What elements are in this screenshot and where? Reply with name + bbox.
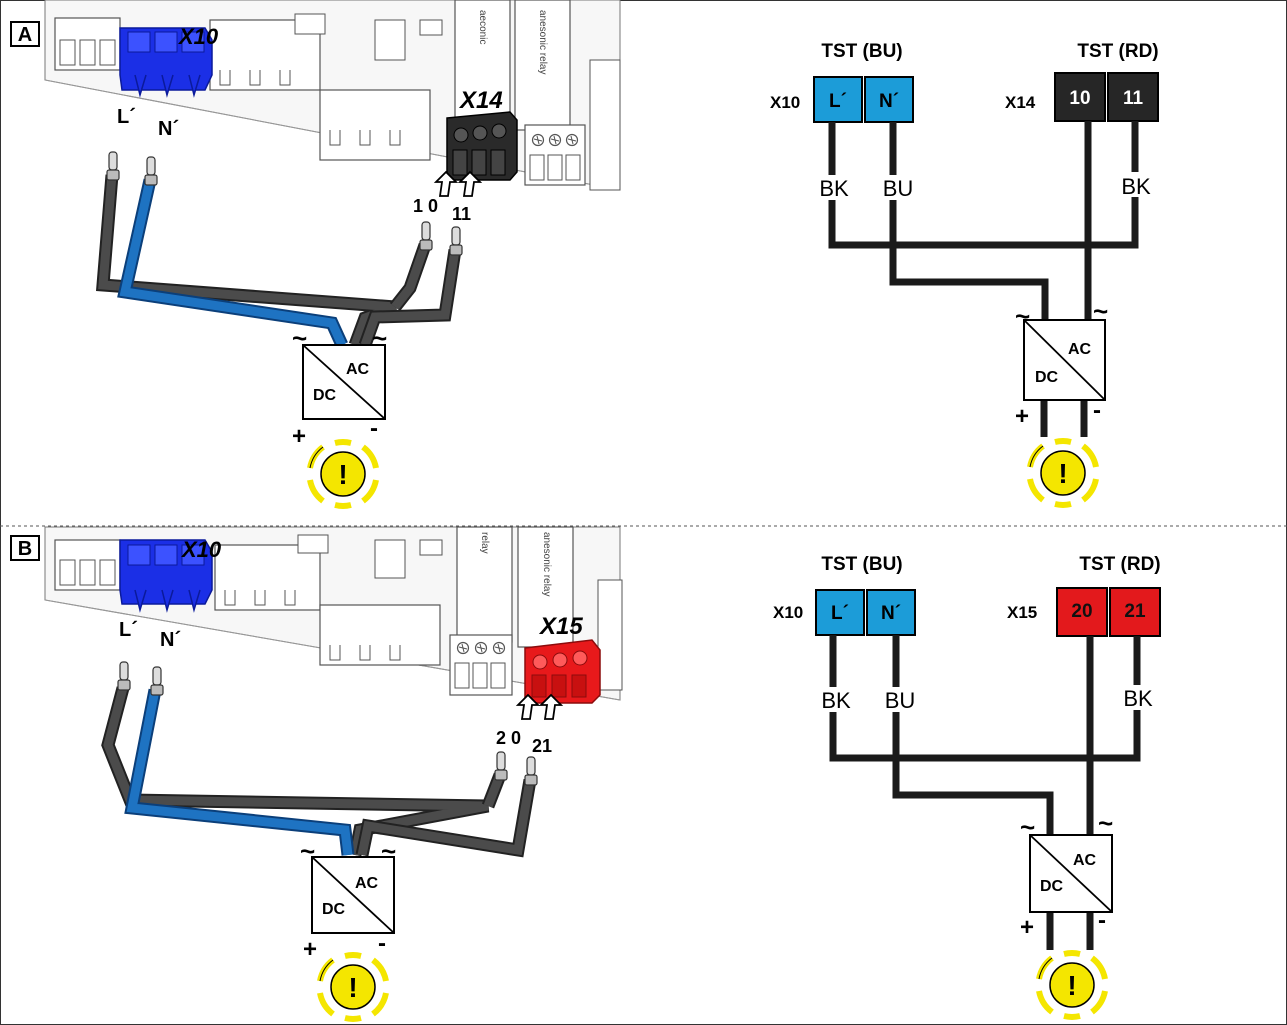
schematic-b-wire-bk-2: BK bbox=[1123, 686, 1153, 711]
psu-b-plus: + bbox=[303, 936, 317, 963]
n-prime-label-a: N´ bbox=[158, 118, 179, 140]
schematic-b-psu-box bbox=[1029, 834, 1113, 913]
schematic-a-psu-minus: - bbox=[1093, 397, 1101, 424]
psu-a-plus: + bbox=[292, 423, 306, 450]
psu-box-b bbox=[311, 856, 395, 934]
schematic-b-psu-tilde-left: ~ bbox=[1020, 812, 1035, 842]
schematic-a-conn-right-label: X14 bbox=[1005, 93, 1036, 112]
panel-b-letter: B bbox=[18, 538, 32, 560]
psu-a-tilde-left: ~ bbox=[292, 323, 307, 353]
x15-label-b: X15 bbox=[538, 613, 583, 640]
pin-label-a1: 1 0 bbox=[413, 196, 438, 216]
x14-label-a: X14 bbox=[458, 87, 503, 114]
warning-lamp-b-mark: ! bbox=[348, 972, 357, 1003]
psu-b-dc: DC bbox=[322, 901, 346, 918]
relay-a-label-1: aeconic bbox=[477, 10, 488, 44]
schematic-a-conn-right bbox=[1054, 72, 1159, 122]
psu-box-a bbox=[302, 344, 386, 420]
schematic-a-psu-ac: AC bbox=[1068, 341, 1092, 358]
panel-a-letter: A bbox=[18, 24, 32, 46]
x14-connector-a bbox=[446, 111, 518, 181]
warning-lamp-a-mark: ! bbox=[338, 459, 347, 490]
schematic-a-title-right: TST (RD) bbox=[1077, 41, 1158, 62]
schematic-a-conn-left-label: X10 bbox=[770, 93, 800, 112]
panel-b: B relay anesonic relay bbox=[10, 526, 1161, 1019]
schematic-a-psu-box bbox=[1023, 319, 1106, 401]
schematic-a-pin-11: 11 bbox=[1123, 88, 1144, 109]
schematic-a-warning-mark: ! bbox=[1058, 458, 1067, 489]
schematic-b-title-left: TST (BU) bbox=[821, 554, 902, 575]
arrow-icon-b2 bbox=[538, 693, 564, 720]
schematic-a-title-left: TST (BU) bbox=[821, 41, 902, 62]
schematic-a-conn-left bbox=[813, 76, 914, 123]
l-prime-label-a: L´ bbox=[117, 106, 136, 128]
psu-b-tilde-left: ~ bbox=[300, 836, 315, 866]
schematic-b-psu-tilde-right: ~ bbox=[1098, 808, 1113, 838]
arrow-icon-b1 bbox=[515, 693, 541, 720]
schematic-b-wire-bu: BU bbox=[885, 688, 916, 713]
wires-a bbox=[95, 151, 463, 348]
schematic-a-wire-bk-1: BK bbox=[819, 176, 849, 201]
x10-connector-a bbox=[119, 27, 213, 98]
schematic-b-pin-l: L´ bbox=[831, 603, 849, 624]
x10-label-a: X10 bbox=[177, 24, 219, 49]
schematic-b-conn-right-label: X15 bbox=[1007, 603, 1037, 622]
psu-b-minus: - bbox=[378, 930, 386, 957]
schematic-b-warning-mark: ! bbox=[1067, 970, 1076, 1001]
wires-b bbox=[101, 661, 538, 858]
schematic-b-psu-ac: AC bbox=[1073, 852, 1097, 869]
psu-a-tilde-right: ~ bbox=[372, 323, 387, 353]
x10-label-b: X10 bbox=[180, 537, 222, 562]
schematic-b-psu-plus: + bbox=[1020, 914, 1034, 941]
schematic-b-pin-21: 21 bbox=[1124, 601, 1146, 622]
arrow-icon-a2 bbox=[457, 170, 483, 197]
schematic-b-psu-dc: DC bbox=[1040, 878, 1064, 895]
schematic-b-conn-left-label: X10 bbox=[773, 603, 803, 622]
x15-connector-b bbox=[524, 639, 601, 704]
schematic-a-psu-tilde-left: ~ bbox=[1015, 301, 1030, 331]
relay-b-label-1: relay bbox=[479, 532, 490, 554]
schematic-a-psu-dc: DC bbox=[1035, 369, 1059, 386]
schematic-a-pin-10: 10 bbox=[1069, 88, 1090, 109]
schematic-a-psu-plus: + bbox=[1015, 403, 1029, 430]
schematic-b-conn-left bbox=[815, 589, 916, 636]
psu-a-ac: AC bbox=[346, 361, 370, 378]
psu-b-ac: AC bbox=[355, 875, 379, 892]
x10-connector-b bbox=[119, 539, 213, 613]
psu-a-dc: DC bbox=[313, 387, 337, 404]
schematic-a-pin-n: N´ bbox=[879, 91, 899, 112]
l-prime-label-b: L´ bbox=[119, 619, 138, 641]
panel-a: A aeconic anesonic relay bbox=[10, 0, 1159, 506]
panel-b-letter-box bbox=[10, 535, 40, 561]
schematic-b-wire-bk-1: BK bbox=[821, 688, 851, 713]
relay-a-label-2: anesonic relay bbox=[537, 10, 548, 74]
schematic-a-wire-bu: BU bbox=[883, 176, 914, 201]
schematic-b-conn-right bbox=[1056, 587, 1161, 637]
schematic-b-title-right: TST (RD) bbox=[1079, 554, 1160, 575]
arrow-icon-a1 bbox=[433, 170, 459, 197]
n-prime-label-b: N´ bbox=[160, 629, 181, 651]
psu-a-minus: - bbox=[370, 415, 378, 442]
schematic-a-wire-bk-2: BK bbox=[1121, 174, 1151, 199]
relay-b-label-2: anesonic relay bbox=[541, 532, 552, 596]
schematic-b-pin-n: N´ bbox=[881, 603, 901, 624]
schematic-a-pin-l: L´ bbox=[829, 91, 847, 112]
psu-b-tilde-right: ~ bbox=[381, 836, 396, 866]
pin-label-b1: 2 0 bbox=[496, 728, 521, 748]
pin-label-a2: 11 bbox=[452, 204, 471, 224]
pin-label-b2: 21 bbox=[532, 736, 552, 756]
schematic-b-pin-20: 20 bbox=[1071, 601, 1092, 622]
panel-a-letter-box bbox=[10, 21, 40, 47]
schematic-a-psu-tilde-right: ~ bbox=[1093, 296, 1108, 326]
schematic-b-psu-minus: - bbox=[1098, 907, 1106, 934]
